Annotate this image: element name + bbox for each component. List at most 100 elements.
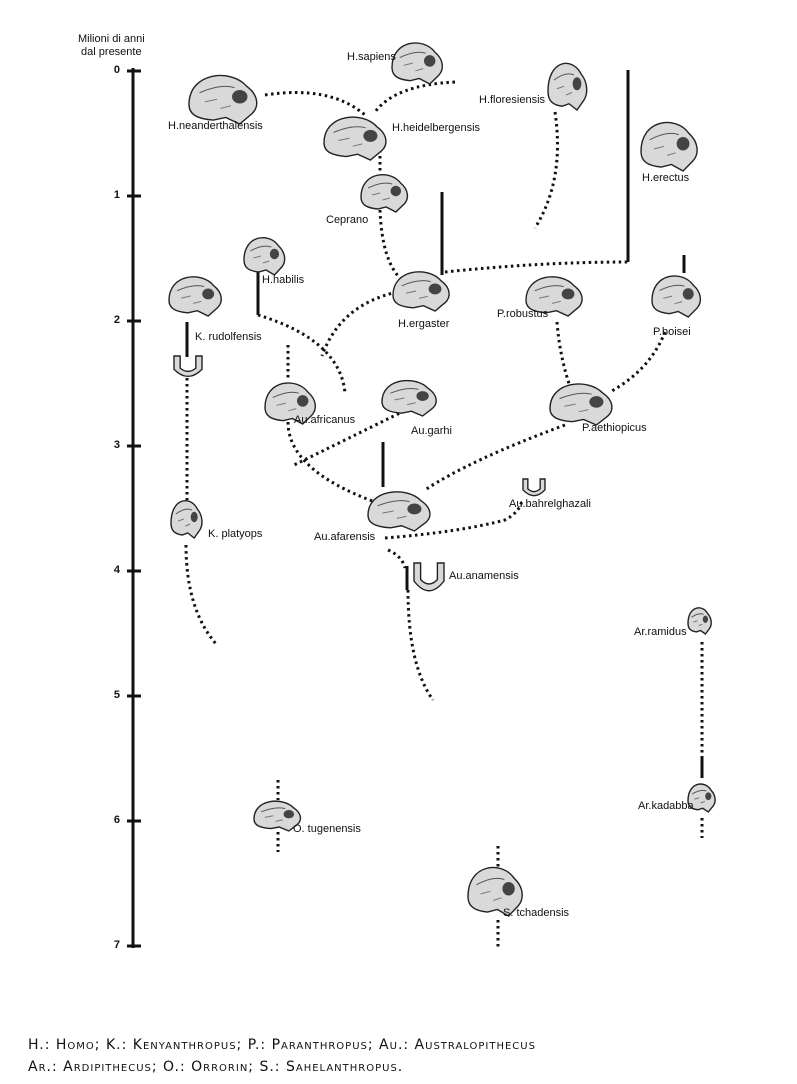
skull-outline (547, 62, 588, 112)
skull-au-garhi-icon (381, 380, 437, 417)
skull-texture (382, 510, 407, 519)
skull-suture (390, 388, 419, 394)
skull-h-sapiens-icon (391, 42, 443, 85)
fossil-ar-ramidus-icon (687, 607, 712, 635)
skull-suture (199, 85, 235, 94)
label-k-rudolfensis: K. rudolfensis (195, 331, 262, 343)
skull-texture (264, 815, 283, 822)
mandible-k-rudolfensis-icon (173, 355, 203, 378)
skull-outline (367, 491, 431, 532)
label-p-boisei: P.boisei (653, 326, 691, 338)
skull-o-tugenensis-icon (253, 800, 302, 832)
skull-texture (178, 518, 191, 527)
afarensis-to-bahrelghazali-path (384, 499, 524, 540)
skull-outline (188, 74, 258, 125)
label-au-africanus: Au.africanus (294, 414, 356, 426)
mandible-outline (173, 355, 203, 378)
skull-orbit (407, 503, 422, 515)
skull-texture (394, 397, 416, 406)
skull-orbit (416, 391, 429, 401)
tick-label-3: 3 (113, 439, 120, 451)
skull-outline (360, 174, 409, 213)
skull-outline (323, 116, 387, 161)
skull-suture (399, 51, 426, 59)
skull-suture (250, 245, 272, 252)
skull-outline (170, 499, 203, 540)
skull-k-platyops-icon (170, 499, 203, 540)
label-ceprano: Ceprano (326, 214, 369, 226)
tick-label-0: 0 (113, 64, 120, 76)
fossil-ar-kadabba-icon (687, 783, 716, 813)
skull-orbit (390, 185, 402, 197)
ergaster-to-africanus-branch-path (320, 290, 398, 357)
skull-suture (272, 391, 299, 399)
skull-suture (377, 500, 410, 507)
label-au-bahrelghazali: Au.bahrelghazali (509, 498, 591, 510)
mandible-au-bahrelghazali-icon (522, 478, 546, 497)
abbreviation-legend: H.: Homo; K.: Kenyanthropus; P.: Paranth… (28, 1034, 536, 1078)
skull-outline (640, 121, 698, 172)
skull-s-tchadensis-icon (467, 866, 523, 917)
skull-h-heidelbergensis-icon (323, 116, 387, 161)
mandible-outline (413, 562, 445, 592)
skull-p-boisei-icon (651, 275, 702, 318)
label-k-platyops: K. platyops (208, 528, 263, 540)
boisei-to-aethiopicus-path (609, 331, 667, 394)
skull-outline (168, 276, 222, 317)
label-ar-ramidus: Ar.ramidus (634, 626, 687, 638)
legend-line-2: Ar.: Ardipithecus; O.: Orrorin; S.: Sahe… (28, 1059, 404, 1075)
axis-title-line1: Milioni di anni (78, 33, 145, 45)
label-au-anamensis: Au.anamensis (449, 570, 519, 582)
skull-texture (405, 290, 428, 299)
skull-orbit (705, 792, 712, 801)
afarensis-to-anamensis-path (387, 548, 407, 569)
tick-label-5: 5 (113, 689, 120, 701)
anamensis-lineage-path (406, 589, 435, 701)
skull-texture (538, 295, 561, 304)
skull-h-neanderthalensis-icon (188, 74, 258, 125)
tick-label-7: 7 (113, 939, 120, 951)
skull-texture (564, 403, 589, 413)
skull-outline (467, 866, 523, 917)
floresiensis-lineage-path (533, 111, 559, 229)
skull-k-rudolfensis-icon (168, 276, 222, 317)
skull-orbit (363, 129, 378, 142)
skull-outline (392, 271, 450, 312)
skull-outline (391, 42, 443, 85)
ceprano-to-ergaster-path (378, 209, 404, 282)
mandible-outline (522, 478, 546, 497)
skull-suture (553, 73, 575, 81)
skull-texture (338, 137, 363, 147)
skull-h-erectus-icon (640, 121, 698, 172)
skull-orbit (572, 77, 582, 91)
skull-texture (371, 192, 390, 201)
skull-orbit (589, 396, 604, 408)
tick-label-6: 6 (113, 814, 120, 826)
skull-suture (691, 613, 704, 618)
skull-texture (663, 295, 683, 305)
label-h-floresiensis: H.floresiensis (479, 94, 546, 106)
skull-texture (253, 255, 270, 264)
label-h-sapiens: H.sapiens (347, 51, 396, 63)
skull-texture (653, 145, 676, 156)
skull-h-habilis-icon (243, 237, 286, 276)
skull-orbit (190, 511, 198, 523)
robustus-to-aethiopicus-path (555, 321, 574, 393)
label-ar-kadabba: Ar.kadabba (638, 800, 694, 812)
skull-orbit (428, 283, 442, 295)
skull-outline (525, 276, 583, 317)
skull-au-africanus-icon (264, 382, 316, 425)
skull-outline (243, 237, 286, 276)
ergaster-to-erectus-path (444, 260, 629, 274)
skull-outline (687, 783, 716, 813)
label-p-robustus: P.robustus (497, 308, 549, 320)
skull-suture (534, 285, 564, 292)
skull-outline (687, 607, 712, 635)
skull-texture (181, 295, 202, 304)
skull-texture (204, 98, 232, 109)
axis-title: Milioni di anni dal presente (78, 33, 145, 59)
skull-p-robustus-icon (525, 276, 583, 317)
label-h-habilis: H.habilis (262, 274, 305, 286)
skull-suture (261, 807, 286, 813)
